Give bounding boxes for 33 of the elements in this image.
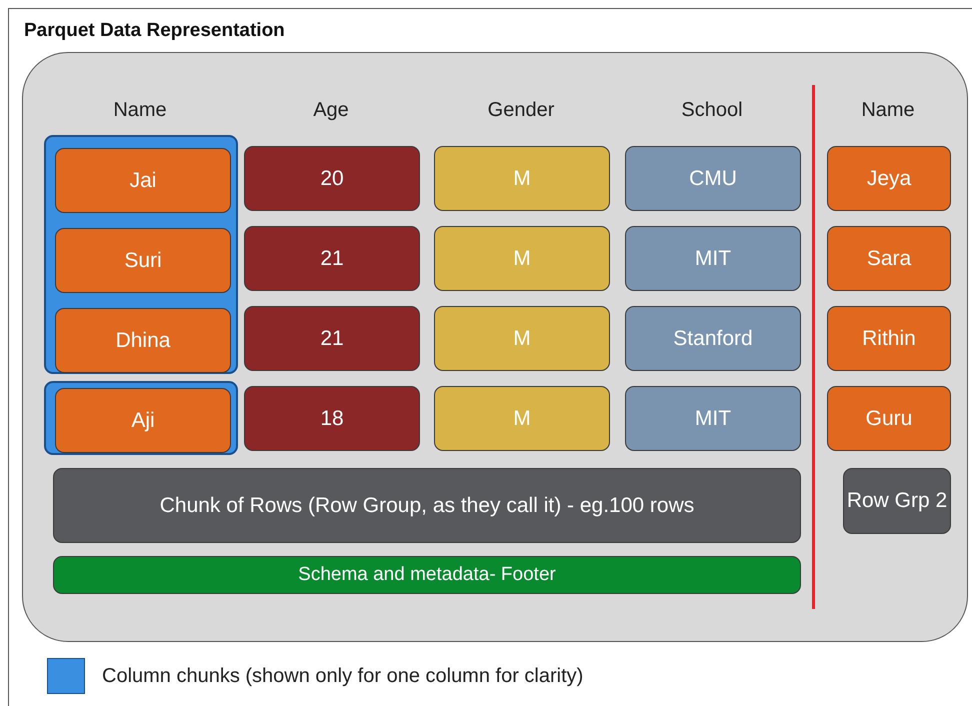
data-cell: 21 [244,306,420,371]
column-chunk [44,381,238,455]
row-group-bar: Row Grp 2 [843,468,951,534]
legend-text: Column chunks (shown only for one column for clarity) [102,665,584,688]
data-cell: Jeya [827,146,951,211]
data-cell: 20 [244,146,420,211]
data-cell: M [434,226,610,291]
data-cell: MIT [625,386,801,451]
data-cell: M [434,146,610,211]
data-cell: M [434,306,610,371]
column-header: Age [312,99,350,122]
data-cell: Guru [827,386,951,451]
column-header: Name [112,99,168,122]
column-header: Gender [486,99,556,122]
data-cell: 21 [244,226,420,291]
column-header: Name [860,99,916,122]
panel [22,52,968,642]
data-cell: CMU [625,146,801,211]
data-cell: M [434,386,610,451]
column-chunk [44,135,238,374]
data-cell: Rithin [827,306,951,371]
row-group-bar: Chunk of Rows (Row Group, as they call it) - eg.100 rows [53,468,801,543]
data-cell: Aji [55,388,231,453]
data-cell: Sara [827,226,951,291]
data-cell: Jai [55,148,231,213]
data-cell: Dhina [55,308,231,373]
data-cell: 18 [244,386,420,451]
data-cell: Suri [55,228,231,293]
footer-bar: Schema and metadata- Footer [53,556,801,594]
title: Parquet Data Representation [24,20,285,42]
column-header: School [680,99,744,122]
data-cell: Stanford [625,306,801,371]
data-cell: MIT [625,226,801,291]
